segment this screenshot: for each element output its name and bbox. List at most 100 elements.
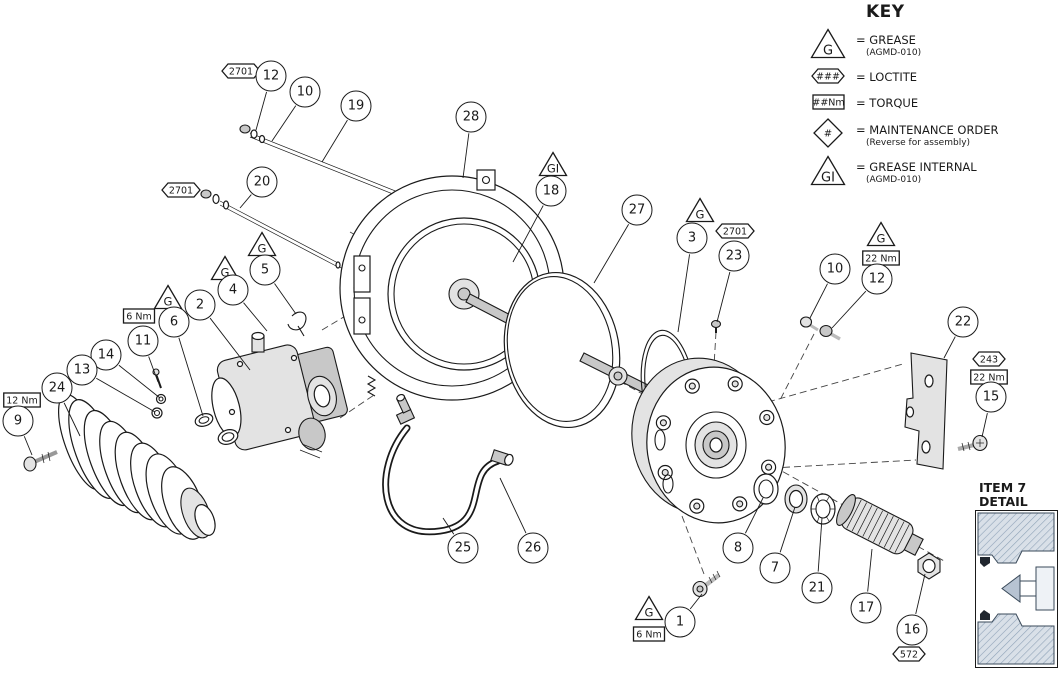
washers-and-gaskets [151, 368, 239, 445]
seal-stack [753, 473, 836, 525]
callout-balloon-4: 4 [217, 274, 249, 306]
svg-text:G: G [164, 295, 173, 309]
triangle-symbol: G [634, 595, 664, 621]
triangle-symbol: G [685, 197, 715, 223]
key-row: #= MAINTENANCE ORDER(Reverse for assembl… [800, 118, 1058, 148]
box-symbol: ##Nm [800, 93, 856, 110]
screw-1 [692, 570, 721, 598]
callout-balloon-5: 5 [249, 254, 281, 286]
callout-balloon-1: 1 [664, 606, 696, 638]
svg-text:6 Nm: 6 Nm [636, 630, 661, 641]
hexagon-symbol: ### [800, 67, 856, 84]
screws-right [799, 316, 841, 341]
callout-balloon-9: 9 [2, 405, 34, 437]
callout-balloon-27: 27 [621, 194, 653, 226]
box-symbol: 22 Nm [862, 250, 901, 266]
svg-text:G: G [696, 208, 705, 222]
threaded-boot [836, 494, 924, 556]
item7-detail-title-line2: DETAIL [979, 494, 1028, 510]
svg-text:2701: 2701 [169, 186, 193, 197]
callout-balloon-21: 21 [801, 572, 833, 604]
key-title: KEY [866, 2, 905, 22]
callout-balloon-13: 13 [66, 354, 98, 386]
key-item-sub: (Reverse for assembly) [866, 137, 971, 148]
svg-text:##Nm: ##Nm [812, 97, 844, 108]
item7-detail-drawing [977, 512, 1055, 665]
key-row: GI = GREASE INTERNAL(AGMD-010) [800, 155, 1058, 186]
hexagon-symbol: 572 [892, 646, 926, 662]
callout-balloon-6: 6 [158, 306, 190, 338]
callout-balloon-3: 3 [676, 222, 708, 254]
nut [917, 552, 941, 580]
svg-text:22 Nm: 22 Nm [973, 373, 1004, 384]
callout-balloon-20: 20 [246, 166, 278, 198]
key-row: ##Nm = TORQUE [800, 92, 1058, 111]
callout-balloon-8: 8 [722, 532, 754, 564]
key-row: ### = LOCTITE [800, 66, 1058, 85]
key-item-sub: (AGMD-010) [866, 175, 922, 185]
item7-detail-box [975, 510, 1058, 668]
diamond-symbol: # [800, 118, 856, 148]
svg-text:G: G [823, 44, 833, 59]
callout-balloon-2: 2 [184, 289, 216, 321]
callout-balloon-18: 18 [535, 175, 567, 207]
hexagon-symbol: 2701 [161, 182, 201, 198]
item7-detail-title-line1: ITEM 7 [979, 480, 1027, 495]
triangle-symbol: G [800, 28, 856, 59]
callout-balloon-7: 7 [759, 552, 791, 584]
svg-text:G: G [645, 606, 654, 620]
callout-balloon-17: 17 [850, 592, 882, 624]
hexagon-symbol: 2701 [715, 223, 755, 239]
callout-balloon-28: 28 [455, 101, 487, 133]
svg-text:22 Nm: 22 Nm [865, 254, 896, 265]
svg-text:572: 572 [900, 650, 918, 661]
svg-text:2701: 2701 [723, 227, 747, 238]
triangle-symbol: G [247, 231, 277, 257]
svg-text:12 Nm: 12 Nm [6, 396, 37, 407]
svg-text:G: G [258, 242, 267, 256]
key-item-label: = TORQUE [856, 96, 919, 110]
svg-text:GI: GI [547, 162, 559, 176]
screw-15 [957, 434, 988, 452]
key-row: G = GREASE(AGMD-010) [800, 28, 1058, 59]
tie-rod-20 [200, 189, 341, 269]
key-item-label: = GREASE [856, 33, 916, 47]
svg-text:243: 243 [980, 355, 998, 366]
triangle-symbol: GI [800, 155, 856, 186]
triangle-symbol: G [866, 221, 896, 247]
callout-balloon-12: 12 [861, 263, 893, 295]
svg-text:2701: 2701 [229, 67, 253, 78]
key-item-label: = LOCTITE [856, 70, 918, 84]
callout-balloon-14: 14 [90, 339, 122, 371]
box-symbol: 6 Nm [632, 626, 666, 642]
callout-balloon-10: 10 [289, 76, 321, 108]
svg-text:###: ### [816, 71, 840, 82]
hexagon-symbol: 243 [972, 351, 1006, 367]
callout-balloon-12: 12 [255, 60, 287, 92]
key-items: G= GREASE(AGMD-010)###= LOCTITE##Nm= TOR… [800, 28, 1058, 186]
callout-balloon-23: 23 [718, 240, 750, 272]
svg-text:6 Nm: 6 Nm [126, 312, 151, 323]
diaphragm-disc [503, 271, 621, 429]
key-item-label: = GREASE INTERNAL [856, 160, 977, 174]
callout-balloon-19: 19 [340, 90, 372, 122]
triangle-symbol: GI [538, 151, 568, 177]
callout-balloon-10: 10 [819, 253, 851, 285]
valve-block [211, 331, 348, 459]
box-symbol: 6 Nm [122, 308, 156, 324]
retainer-clip [287, 311, 377, 397]
triangle-symbol: G [153, 284, 183, 310]
callout-balloon-25: 25 [447, 532, 479, 564]
svg-text:#: # [824, 129, 832, 140]
callout-balloon-16: 16 [896, 614, 928, 646]
svg-text:G: G [221, 266, 230, 280]
callout-balloon-11: 11 [127, 325, 159, 357]
callout-balloon-24: 24 [41, 372, 73, 404]
svg-text:GI: GI [821, 171, 835, 186]
box-symbol: 12 Nm [3, 392, 42, 408]
screw-9 [23, 450, 58, 472]
hose [382, 393, 514, 536]
key-item-sub: (AGMD-010) [866, 48, 922, 58]
mounting-bracket [904, 352, 948, 470]
